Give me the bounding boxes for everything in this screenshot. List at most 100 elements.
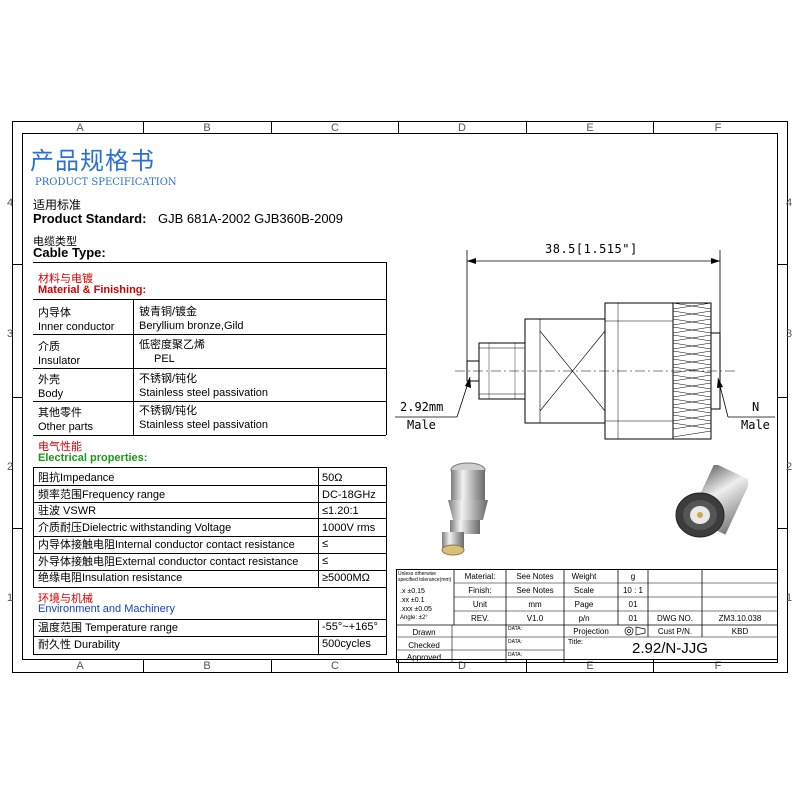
divider bbox=[33, 536, 386, 537]
spec-en: Stainless steel passivation bbox=[139, 387, 269, 399]
zone-row-4-left: 4 bbox=[6, 197, 14, 209]
zone-col-b-bottom: B bbox=[203, 660, 211, 672]
zone-col-d-top: D bbox=[458, 122, 466, 134]
cable-label-cn: 电缆类型 bbox=[33, 236, 77, 248]
part-en: Inner conductor bbox=[38, 321, 115, 333]
zone-row-2-right: 2 bbox=[785, 461, 793, 473]
durability-label: 耐久性 Durability bbox=[38, 639, 120, 651]
spec-en: Stainless steel passivation bbox=[139, 419, 269, 431]
impedance-label: 阻抗Impedance bbox=[38, 472, 115, 484]
right-connector-type: N bbox=[752, 400, 760, 414]
part-en: Insulator bbox=[38, 355, 81, 367]
zone-tick bbox=[398, 660, 399, 673]
divider bbox=[33, 485, 386, 486]
pn-value: 01 bbox=[628, 614, 638, 623]
tolerance-line-4: Angle: ±2° bbox=[400, 615, 428, 621]
divider bbox=[33, 518, 386, 519]
title-block-grid bbox=[396, 569, 778, 663]
part-cn: 介质 bbox=[38, 341, 60, 353]
standard-label-cn: 适用标准 bbox=[33, 198, 82, 212]
approved-label: Approved bbox=[406, 653, 442, 662]
electrical-heading-en: Electrical properties: bbox=[38, 452, 148, 464]
checked-date-label: DATA: bbox=[508, 639, 522, 645]
zone-tick bbox=[271, 121, 272, 133]
divider bbox=[33, 553, 386, 554]
weight-value: g bbox=[630, 572, 636, 581]
zone-tick bbox=[271, 660, 272, 673]
external-contact-value: ≤ bbox=[322, 555, 329, 567]
part-cn: 外壳 bbox=[38, 374, 60, 386]
left-connector-size: 2.92mm bbox=[400, 400, 444, 414]
zone-row-3-right: 3 bbox=[785, 328, 793, 340]
title-english: PRODUCT SPECIFICATION bbox=[35, 177, 177, 188]
divider bbox=[33, 401, 386, 402]
pn-label: p/n bbox=[578, 614, 590, 623]
vswr-value: ≤1.20:1 bbox=[322, 505, 359, 517]
divider bbox=[33, 262, 386, 263]
zone-row-2-left: 2 bbox=[6, 461, 14, 473]
env-left-border bbox=[33, 619, 34, 655]
rev-value: V1.0 bbox=[526, 614, 544, 623]
length-dimension: 38.5[1.515"] bbox=[545, 242, 638, 256]
connector-drawing bbox=[395, 250, 775, 440]
zone-tick bbox=[778, 397, 788, 398]
durability-value: 500cycles bbox=[322, 638, 371, 650]
part-cn: 内导体 bbox=[38, 307, 71, 319]
scale-label: Scale bbox=[573, 586, 594, 595]
zone-tick bbox=[143, 121, 144, 133]
zone-tick bbox=[12, 528, 22, 529]
approved-date-label: DATA: bbox=[508, 652, 522, 658]
zone-row-4-right: 4 bbox=[785, 197, 793, 209]
drawing-frame bbox=[22, 133, 778, 660]
material-right-border bbox=[386, 262, 387, 435]
divider bbox=[33, 368, 386, 369]
divider bbox=[33, 467, 386, 468]
electrical-col-divider bbox=[318, 467, 319, 588]
standard-value: GJB 681A-2002 GJB360B-2009 bbox=[158, 211, 344, 226]
material-value: See Notes bbox=[516, 572, 554, 581]
zone-col-c-bottom: C bbox=[331, 660, 339, 672]
spec-en: PEL bbox=[154, 353, 175, 365]
zone-row-1-right: 1 bbox=[785, 592, 793, 604]
external-contact-label: 外导体接触电阻External conductor contact resist… bbox=[38, 556, 299, 568]
tolerance-line-2: .xx ±0.1 bbox=[400, 597, 425, 604]
divider bbox=[33, 636, 386, 637]
weight-label: Weight bbox=[571, 572, 597, 581]
zone-tick bbox=[778, 528, 788, 529]
right-connector-gender: Male bbox=[741, 418, 770, 432]
dwg-value: ZM3.10.038 bbox=[718, 614, 762, 623]
unit-label: Unit bbox=[472, 600, 488, 609]
drawn-date-label: DATA: bbox=[508, 626, 522, 632]
scale-value: 10 : 1 bbox=[622, 586, 643, 595]
spec-cn: 低密度聚乙烯 bbox=[139, 339, 205, 351]
spec-en: Beryllium bronze,Gild bbox=[139, 320, 244, 332]
zone-tick bbox=[653, 660, 654, 673]
finish-label: Finish: bbox=[468, 586, 492, 595]
zone-row-1-left: 1 bbox=[6, 592, 14, 604]
zone-tick bbox=[398, 121, 399, 133]
env-right-border bbox=[386, 587, 387, 655]
frequency-value: DC-18GHz bbox=[322, 489, 376, 501]
divider bbox=[33, 570, 386, 571]
tolerance-header: Unless otherwise specified tolerance(mm) bbox=[398, 571, 452, 583]
zone-col-e-top: E bbox=[586, 122, 594, 134]
internal-contact-value: ≤ bbox=[322, 538, 329, 550]
insulation-label: 绝缘电阻Insulation resistance bbox=[38, 572, 183, 584]
zone-tick bbox=[12, 264, 22, 265]
title-chinese: 产品规格书 bbox=[30, 147, 155, 175]
zone-tick bbox=[526, 121, 527, 133]
rev-label: REV. bbox=[471, 614, 489, 623]
dwg-label: DWG NO. bbox=[657, 614, 693, 623]
tolerance-line-3: .xxx ±0.05 bbox=[400, 606, 432, 613]
impedance-value: 50Ω bbox=[322, 472, 343, 484]
env-col-divider bbox=[318, 619, 319, 655]
part-en: Body bbox=[38, 388, 64, 400]
temperature-label: 温度范围 Temperature range bbox=[38, 622, 178, 634]
product-photo-left bbox=[441, 462, 488, 556]
checked-label: Checked bbox=[408, 641, 440, 650]
divider bbox=[33, 334, 386, 335]
part-en: Other parts bbox=[38, 421, 94, 433]
zone-col-b-top: B bbox=[203, 122, 211, 134]
material-heading-cn: 材料与电镀 bbox=[38, 273, 93, 285]
custpn-value: KBD bbox=[731, 627, 749, 636]
